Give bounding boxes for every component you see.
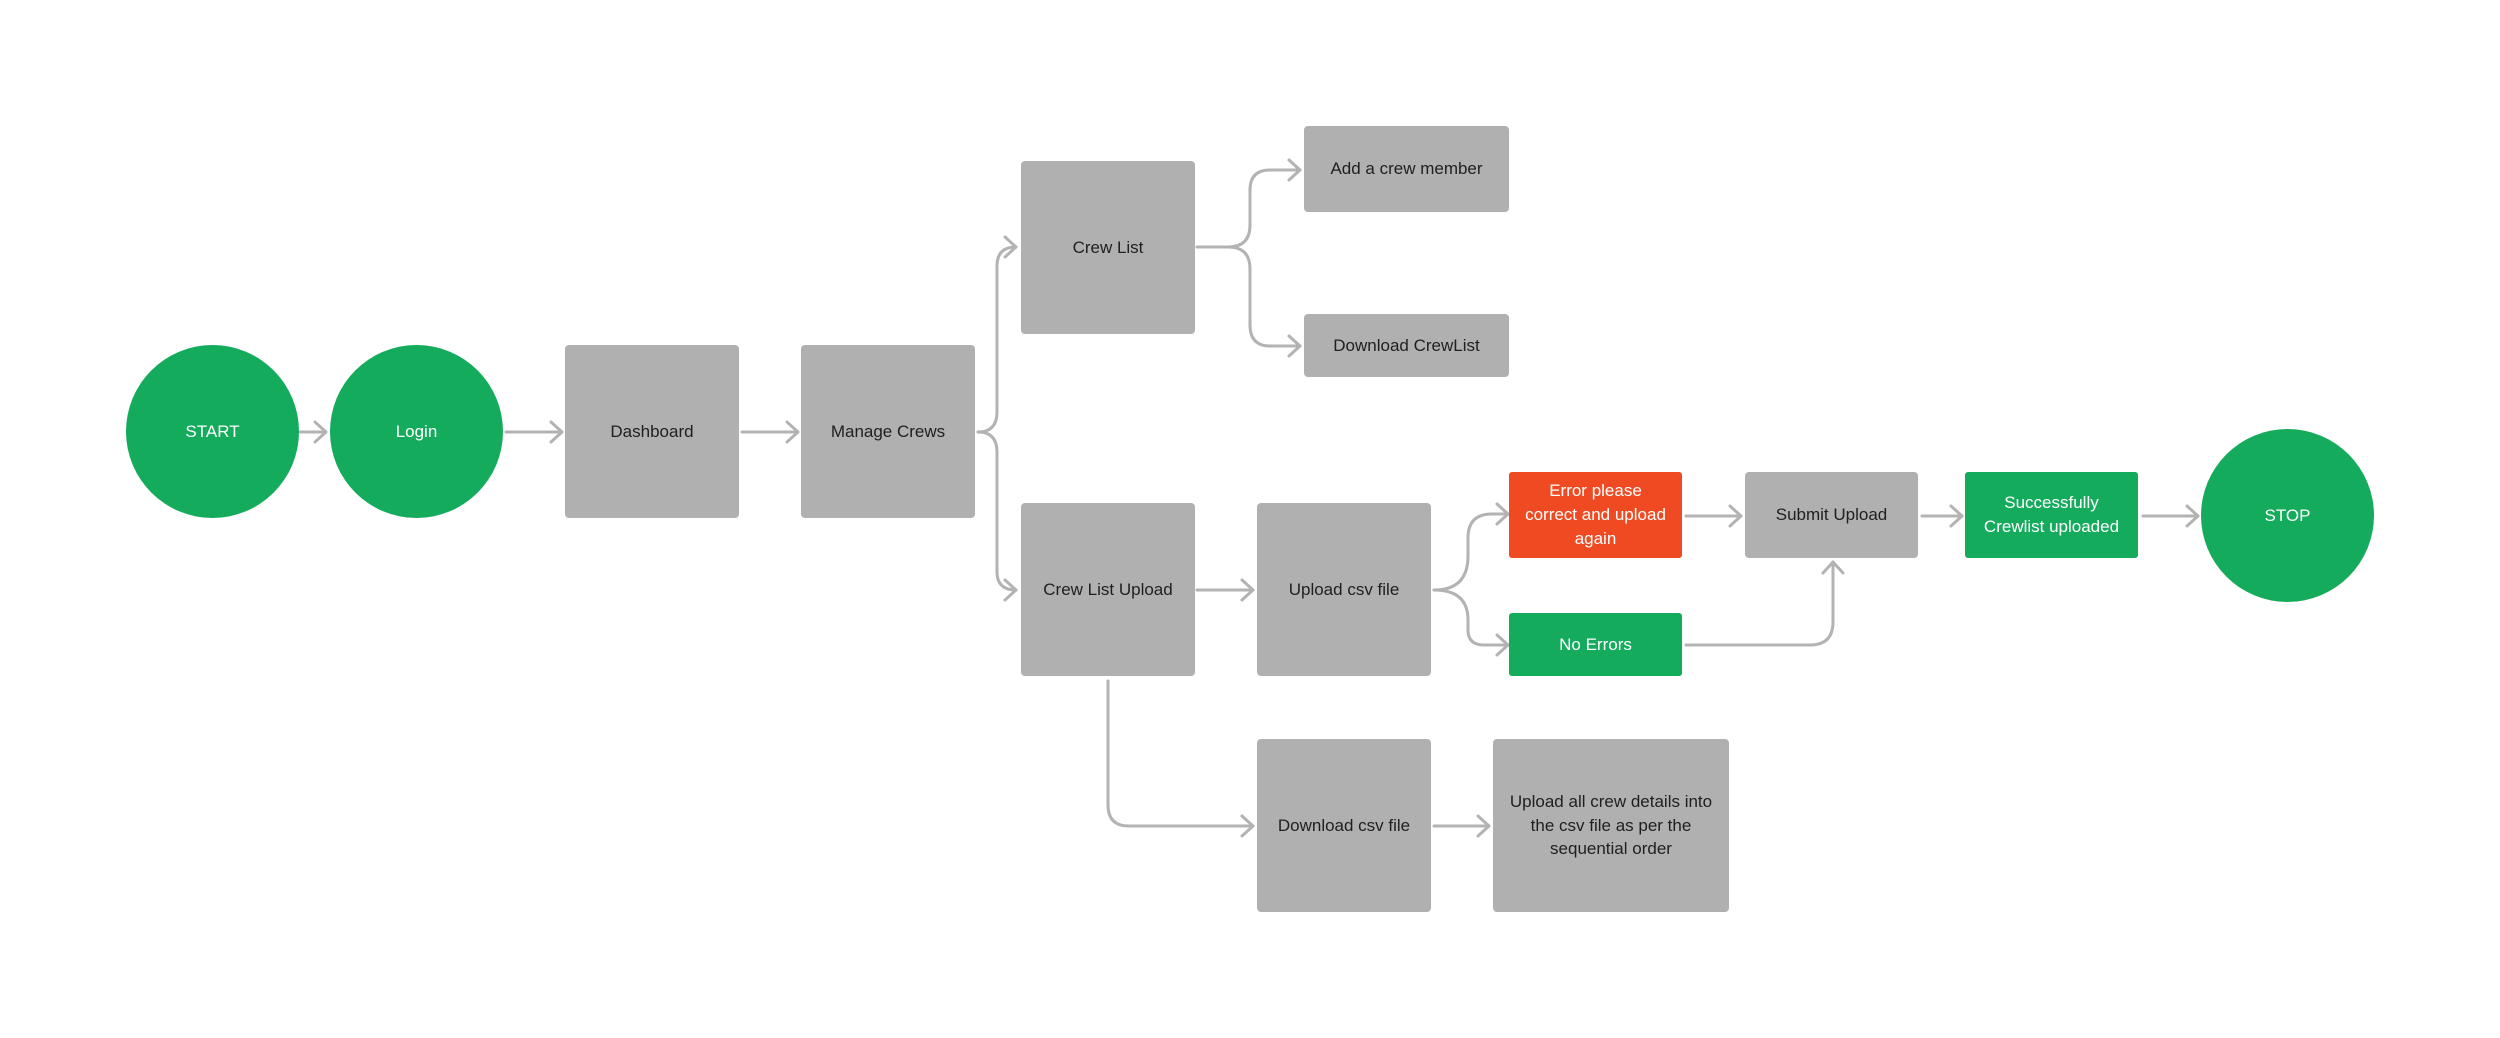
manage-crews-node: Manage Crews [801,345,975,518]
upload-csv-node: Upload csv file [1257,503,1431,676]
success-label: Successfully Crewlist uploaded [1983,493,2120,536]
crew-list-label: Crew List [1072,237,1144,257]
upload-details-node: Upload all crew details into the csv fil… [1493,739,1729,912]
stop-label: STOP [2264,505,2311,525]
start-node: START [126,345,299,518]
error-node: Error please correct and upload again [1509,472,1682,558]
start-label: START [185,421,240,441]
dashboard-node: Dashboard [565,345,739,518]
upload-details-label: Upload all crew details into the csv fil… [1509,791,1713,859]
crew-list-node: Crew List [1021,161,1195,334]
arrow-dashboard-to-manage-crews [740,420,800,444]
upload-csv-label: Upload csv file [1288,579,1400,599]
arrow-upload-csv-to-error [1432,502,1510,592]
submit-upload-label: Submit Upload [1775,505,1888,525]
no-errors-label: No Errors [1559,634,1632,654]
download-crewlist-label: Download CrewList [1333,335,1480,355]
arrow-download-csv-to-upload-details [1432,814,1491,838]
manage-crews-label: Manage Crews [830,421,946,441]
arrow-crew-list-to-add-member [1195,158,1302,249]
dashboard-label: Dashboard [610,421,694,441]
submit-upload-node: Submit Upload [1745,472,1918,558]
arrow-upload-csv-to-no-errors [1432,588,1510,657]
arrow-no-errors-to-submit-upload [1684,560,1845,647]
login-label: Login [395,421,438,441]
add-crew-member-node: Add a crew member [1304,126,1509,212]
login-node: Login [330,345,503,518]
arrow-manage-crews-to-crew-list [976,235,1018,434]
no-errors-node: No Errors [1509,613,1682,676]
arrow-manage-crews-to-crew-list-upload [976,430,1018,602]
arrow-submit-upload-to-success [1920,504,1964,528]
download-csv-node: Download csv file [1257,739,1431,912]
arrow-crew-list-upload-to-download-csv [1106,679,1255,838]
arrow-start-to-login [298,420,328,444]
success-node: Successfully Crewlist uploaded [1965,472,2138,558]
error-label: Error please correct and upload again [1525,481,1666,548]
arrow-login-to-dashboard [504,420,564,444]
arrow-error-to-submit-upload [1684,504,1743,528]
crew-list-upload-node: Crew List Upload [1021,503,1195,676]
arrow-crew-list-upload-to-upload-csv [1195,578,1255,602]
download-crewlist-node: Download CrewList [1304,314,1509,377]
arrow-success-to-stop [2141,504,2200,528]
crew-list-upload-label: Crew List Upload [1043,579,1173,599]
download-csv-label: Download csv file [1277,815,1411,835]
arrow-crew-list-to-download-crewlist [1226,245,1302,358]
add-crew-member-label: Add a crew member [1330,159,1483,179]
stop-node: STOP [2201,429,2374,602]
